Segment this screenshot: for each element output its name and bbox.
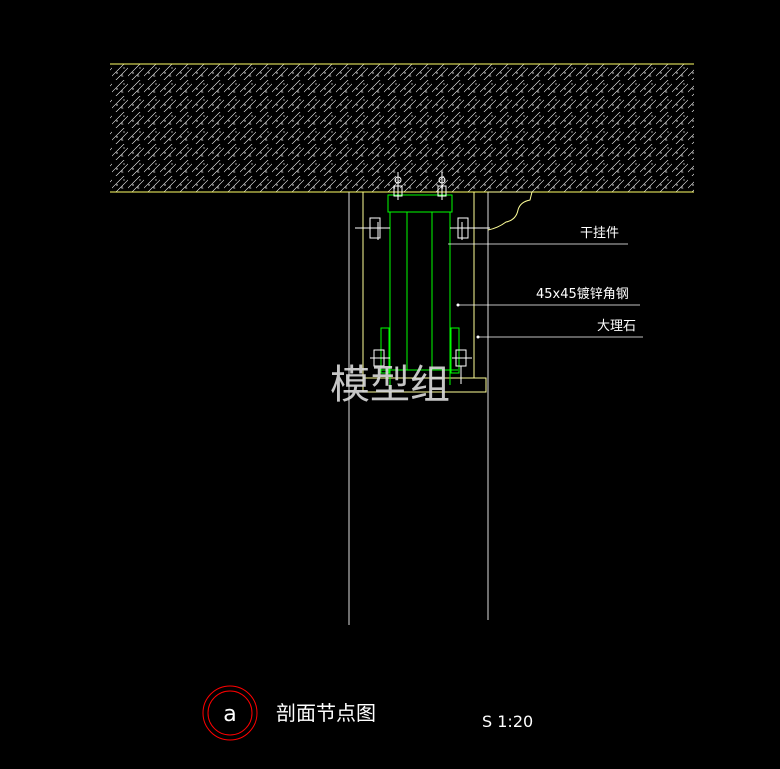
detail-mark: a <box>202 685 258 741</box>
marble-cladding <box>362 192 487 393</box>
leader-ticks <box>456 303 480 339</box>
detail-mark-letter: a <box>223 702 236 727</box>
watermark: 模型组 <box>330 362 450 408</box>
angle-steel-frame <box>380 194 460 390</box>
leaders <box>448 243 643 338</box>
cornice-molding <box>487 191 533 231</box>
label-marble: 大理石 <box>597 319 636 334</box>
bolts <box>355 172 490 384</box>
drawing-title: 剖面节点图 <box>276 701 376 725</box>
label-angle-steel: 45x45镀锌角钢 <box>536 286 629 302</box>
label-hanger: 干挂件 <box>580 226 619 241</box>
drawing-scale: S 1:20 <box>482 712 533 731</box>
wall-faces <box>348 192 489 625</box>
concrete-slab <box>110 63 694 193</box>
